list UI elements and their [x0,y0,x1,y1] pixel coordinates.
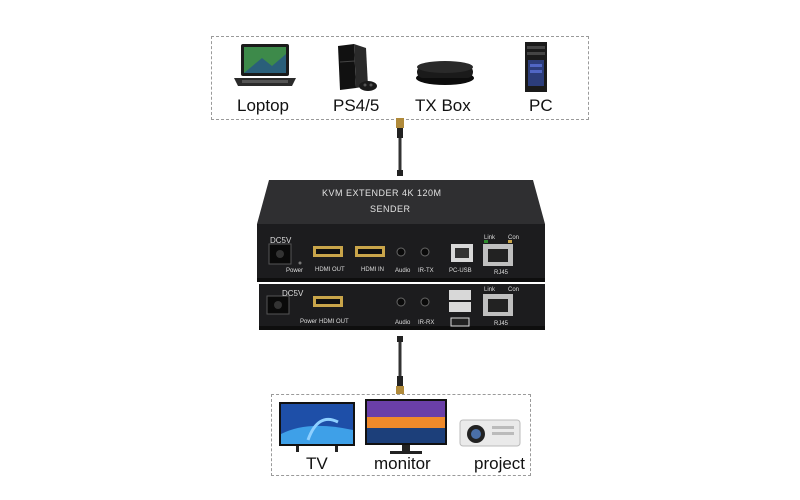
source-label-tvbox: TX Box [415,96,471,116]
sender-subtitle: SENDER [370,204,411,214]
tv-icon [278,400,356,454]
sender-rj45-label: RJ45 [494,270,508,276]
game-console-icon [326,42,384,94]
receiver-audio-label: Audio [395,320,410,326]
monitor-icon [364,398,448,456]
source-label-laptop: Loptop [237,96,289,116]
receiver-power-label: Power [300,319,317,325]
laptop-icon [232,42,298,92]
sender-hdmi-out-label: HDMI OUT [315,267,345,273]
sender-usb-label: PC-USB [449,268,472,274]
receiver-con-label: Con [508,287,519,293]
pc-tower-icon [519,40,553,94]
sender-dc-label: DC5V [270,236,291,245]
sender-power-label: Power [286,268,303,274]
receiver-link-label: Link [484,287,495,293]
receiver-hdmi-out-label: HDMI OUT [319,319,349,325]
hdmi-cable-top [391,118,409,182]
display-label-monitor: monitor [374,454,431,474]
sender-hdmi-in-label: HDMI IN [361,267,384,273]
sender-title: KVM EXTENDER 4K 120M [322,188,442,198]
sender-audio-label: Audio [395,268,410,274]
receiver-dc-label: DC5V [282,289,303,298]
source-label-console: PS4/5 [333,96,379,116]
display-label-tv: TV [306,454,328,474]
receiver-ir-label: IR-RX [418,320,434,326]
projector-icon [454,412,526,452]
receiver-rj45-label: RJ45 [494,321,508,327]
tv-box-icon [414,58,476,88]
source-label-pc: PC [529,96,553,116]
display-label-projector: project [474,454,525,474]
sender-link-label: Link [484,235,495,241]
hdmi-cable-bottom [391,332,409,396]
sender-ir-label: IR-TX [418,268,434,274]
sender-con-label: Con [508,235,519,241]
